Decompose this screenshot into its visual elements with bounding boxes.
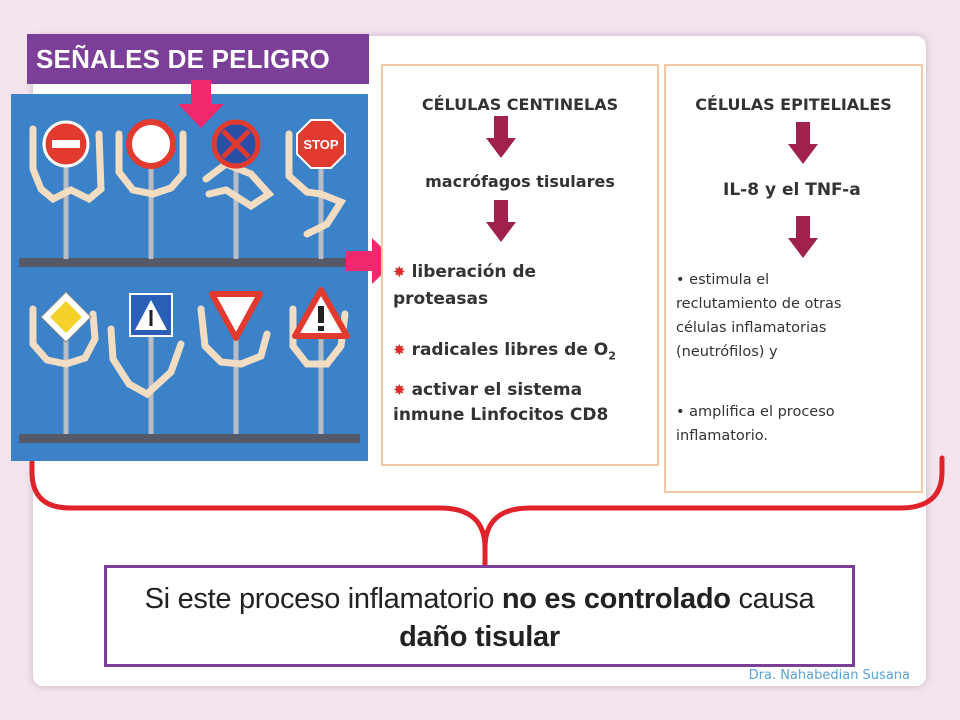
epithelial-subheading: IL-8 y el TNF-a	[723, 180, 861, 200]
bullet-icon: ✸	[393, 381, 406, 399]
svg-text:STOP: STOP	[303, 137, 338, 152]
arrow-down-icon	[788, 122, 818, 164]
traffic-signs-image: STOP	[19, 119, 360, 443]
list-item: ✸activar el sistema inmune Linfocitos CD…	[393, 380, 609, 425]
list-item: ✸radicales libres de O2	[393, 340, 616, 363]
conclusion-emphasis: daño tisular	[399, 621, 560, 653]
conclusion-emphasis: no es controlado	[501, 583, 731, 615]
traffic-signs-illustration: STOP	[11, 94, 368, 461]
epithelial-cells-panel	[664, 64, 923, 493]
arrow-down-icon	[788, 216, 818, 258]
sentinel-heading: CÉLULAS CENTINELAS	[421, 95, 619, 114]
epithelial-heading: CÉLULAS EPITELIALES	[695, 95, 892, 114]
sentinel-cells-panel	[381, 64, 659, 466]
list-item: ✸liberación de proteasas	[393, 262, 537, 309]
conclusion-text: Si este proceso inflamatorio	[144, 583, 502, 615]
list-item: • estimula el reclutamiento de otras cél…	[676, 272, 842, 360]
conclusion-box: Si este proceso inflamatorio no es contr…	[104, 565, 855, 667]
list-item: • amplifica el proceso inflamatorio.	[676, 404, 835, 444]
arrow-down-icon	[486, 116, 516, 158]
bullet-icon: ✸	[393, 263, 406, 281]
author-credit: Dra. Nahabedian Susana	[748, 668, 910, 683]
conclusion-text: causa	[730, 583, 815, 615]
page-title: SEÑALES DE PELIGRO	[27, 34, 369, 84]
bullet-icon: ✸	[393, 341, 406, 359]
arrow-down-icon	[178, 80, 224, 128]
arrow-down-icon	[486, 200, 516, 242]
sentinel-subheading: macrófagos tisulares	[425, 172, 615, 191]
